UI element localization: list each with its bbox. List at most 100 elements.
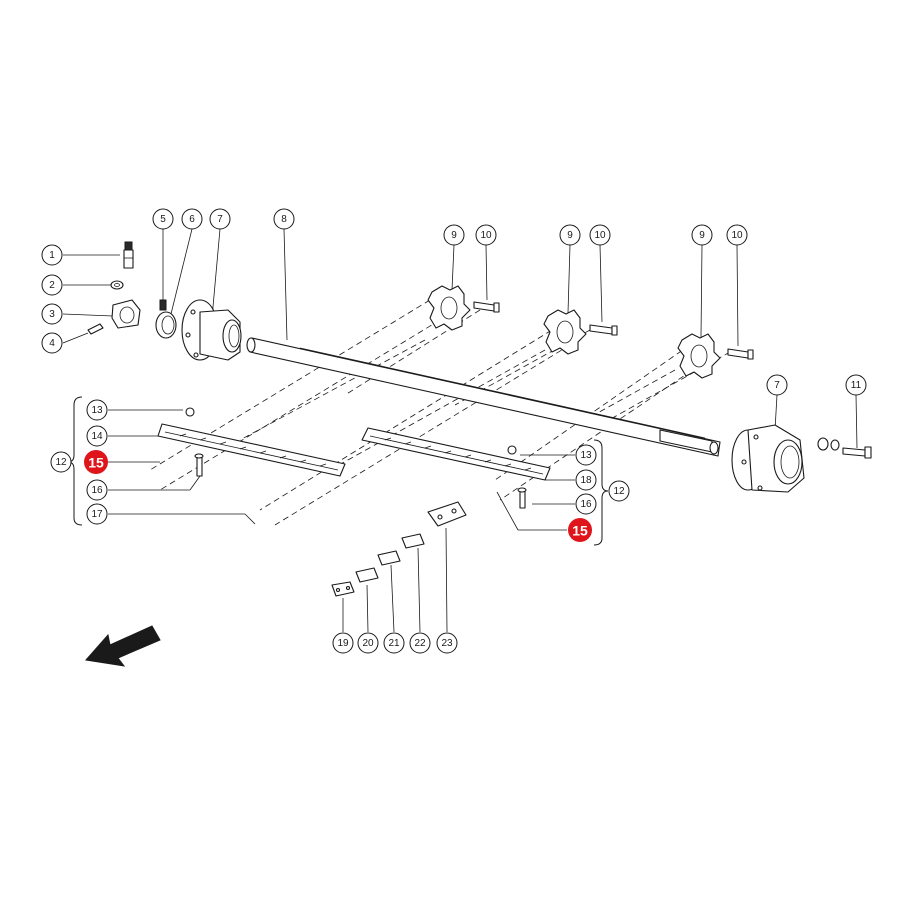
callout-19: 19: [332, 632, 354, 654]
callout-circle: [86, 425, 108, 447]
callout-number: 16: [91, 485, 103, 496]
part-sprocket-1: [427, 285, 471, 331]
callout-16: 16: [86, 479, 108, 501]
callout-circle: [84, 450, 108, 474]
callout-circle: [475, 224, 497, 246]
part-nut-13a: [185, 407, 195, 417]
callout-circle: [726, 224, 748, 246]
callout-circle: [209, 208, 231, 230]
callout-circle: [589, 224, 611, 246]
part-chain-link-19: [331, 581, 355, 597]
part-chain-link-22: [401, 533, 425, 549]
part-pin: [87, 323, 104, 335]
callout-number: 10: [731, 230, 743, 241]
part-nut-small: [110, 280, 124, 290]
callout-circle: [86, 503, 108, 525]
callout-circle: [41, 332, 63, 354]
callout-number: 10: [594, 230, 606, 241]
callout-circle: [50, 451, 72, 473]
callout-circle: [383, 632, 405, 654]
callout-6: 6: [181, 208, 203, 230]
callout-number: 11: [851, 380, 862, 391]
callout-circle: [41, 274, 63, 296]
callout-9: 9: [559, 224, 581, 246]
callout-circle: [41, 303, 63, 325]
part-chain-link-21: [377, 550, 401, 566]
part-bolt-16b: [517, 487, 527, 509]
callout-circle: [443, 224, 465, 246]
part-slat-rail-right: [361, 427, 551, 481]
part-sprocket-3: [677, 333, 721, 379]
callout-number: 9: [451, 230, 457, 241]
part-bolt-3: [727, 348, 754, 360]
callout-number: 22: [414, 638, 426, 649]
callout-10: 10: [726, 224, 748, 246]
callout-circle: [568, 518, 592, 542]
callout-15: 15: [84, 450, 108, 474]
callout-1: 1: [41, 244, 63, 266]
callout-11: 11: [845, 374, 867, 396]
part-bearing-block: [111, 299, 141, 329]
part-nut-13b: [507, 445, 517, 455]
part-sprocket-2: [543, 309, 587, 355]
callout-18: 18: [575, 469, 597, 491]
callout-number: 5: [160, 214, 166, 225]
callout-12: 12: [608, 480, 630, 502]
direction-arrow: [85, 625, 161, 667]
callout-7: 7: [209, 208, 231, 230]
part-chain-link-20: [355, 567, 379, 583]
callout-circle: [691, 224, 713, 246]
callout-number: 20: [362, 638, 374, 649]
callout-15: 15: [568, 518, 592, 542]
callout-22: 22: [409, 632, 431, 654]
callout-number: 7: [774, 380, 780, 391]
callout-number: 3: [49, 309, 55, 320]
callout-12: 12: [50, 451, 72, 473]
callout-8: 8: [273, 208, 295, 230]
callout-circle: [845, 374, 867, 396]
callout-circle: [575, 469, 597, 491]
callout-number: 6: [189, 214, 195, 225]
group-brace-right: [593, 439, 609, 546]
part-hub-right: [731, 424, 805, 493]
part-bolt-2: [589, 324, 618, 336]
callout-3: 3: [41, 303, 63, 325]
part-main-shaft: [246, 337, 721, 457]
callout-circle: [332, 632, 354, 654]
callout-circle: [559, 224, 581, 246]
callout-20: 20: [357, 632, 379, 654]
callout-number: 9: [699, 230, 705, 241]
callout-number: 18: [580, 475, 592, 486]
callout-number: 13: [580, 450, 592, 461]
callout-circle: [575, 493, 597, 515]
callout-number: 14: [91, 431, 103, 442]
callout-circle: [409, 632, 431, 654]
callout-circle: [152, 208, 174, 230]
callout-circle: [766, 374, 788, 396]
callout-number: 1: [49, 250, 55, 261]
callout-5: 5: [152, 208, 174, 230]
callout-number: 8: [281, 214, 287, 225]
callout-9: 9: [691, 224, 713, 246]
part-set-screw: [159, 299, 167, 311]
callout-circle: [41, 244, 63, 266]
callout-number: 7: [217, 214, 223, 225]
callout-9: 9: [443, 224, 465, 246]
callout-number: 12: [613, 486, 625, 497]
callout-number: 4: [49, 338, 55, 349]
leader-lines: [62, 228, 858, 633]
callout-circle: [273, 208, 295, 230]
callout-14: 14: [86, 425, 108, 447]
callout-7: 7: [766, 374, 788, 396]
callout-number: 15: [88, 455, 104, 471]
part-bolt-16a: [194, 453, 204, 477]
callout-circle: [181, 208, 203, 230]
part-bolt-1: [473, 301, 500, 313]
callout-17: 17: [86, 503, 108, 525]
part-hub-left: [181, 299, 242, 361]
callout-4: 4: [41, 332, 63, 354]
callout-number: 9: [567, 230, 573, 241]
